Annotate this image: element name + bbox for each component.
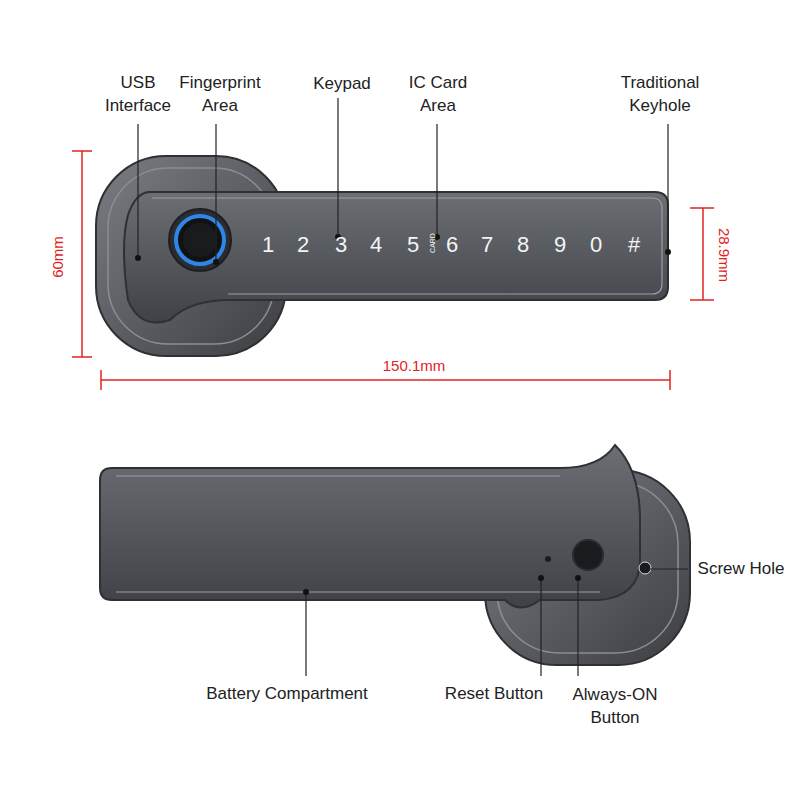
screw-hole [639,562,651,574]
leader-lines [138,98,668,262]
part-label: Traditional Keyhole [603,72,718,118]
reset-pinhole [545,556,551,562]
keypad-digit: # [628,230,640,260]
part-label: USB Interface [97,72,179,118]
handle [124,192,668,323]
fingerprint-bezel [169,209,231,271]
dimension-label: 60mm [48,236,68,278]
part-label: IC Card Area [398,72,478,118]
keypad-digit: 4 [370,230,382,260]
dimension-label: 150.1mm [383,356,446,376]
keypad-digit: 3 [335,230,347,260]
dimension-lines [72,151,714,390]
part-label: Reset Button [445,683,543,706]
part-label: Fingerprint Area [170,72,270,118]
handle [100,445,640,608]
fingerprint-ring [176,216,224,264]
leader-dots [303,575,581,595]
keypad-digit: 8 [517,230,529,260]
part-label: Screw Hole [698,558,785,581]
keypad-digit: 2 [297,230,309,260]
keyhole-dot [665,249,671,255]
fingerprint-sensor [183,223,217,257]
keypad-digit: 9 [554,230,566,260]
handle-rim [152,198,662,294]
keypad-digit: 5 [407,230,419,260]
keypad-digit: 6 [446,230,458,260]
leader-lines [306,569,688,676]
handle-rim [116,476,600,592]
card-mark: CARD [428,233,437,253]
dimension-label: 28.9mm [714,228,734,282]
part-label: Always-ON Button [563,684,668,730]
leader-dots [135,234,440,265]
keypad-digit: 7 [481,230,493,260]
keypad-digit: 1 [262,230,274,260]
part-label: Keypad [313,73,371,96]
part-label: Battery Compartment [206,683,368,706]
always-on-button [573,540,603,570]
keypad-digit: 0 [590,230,602,260]
